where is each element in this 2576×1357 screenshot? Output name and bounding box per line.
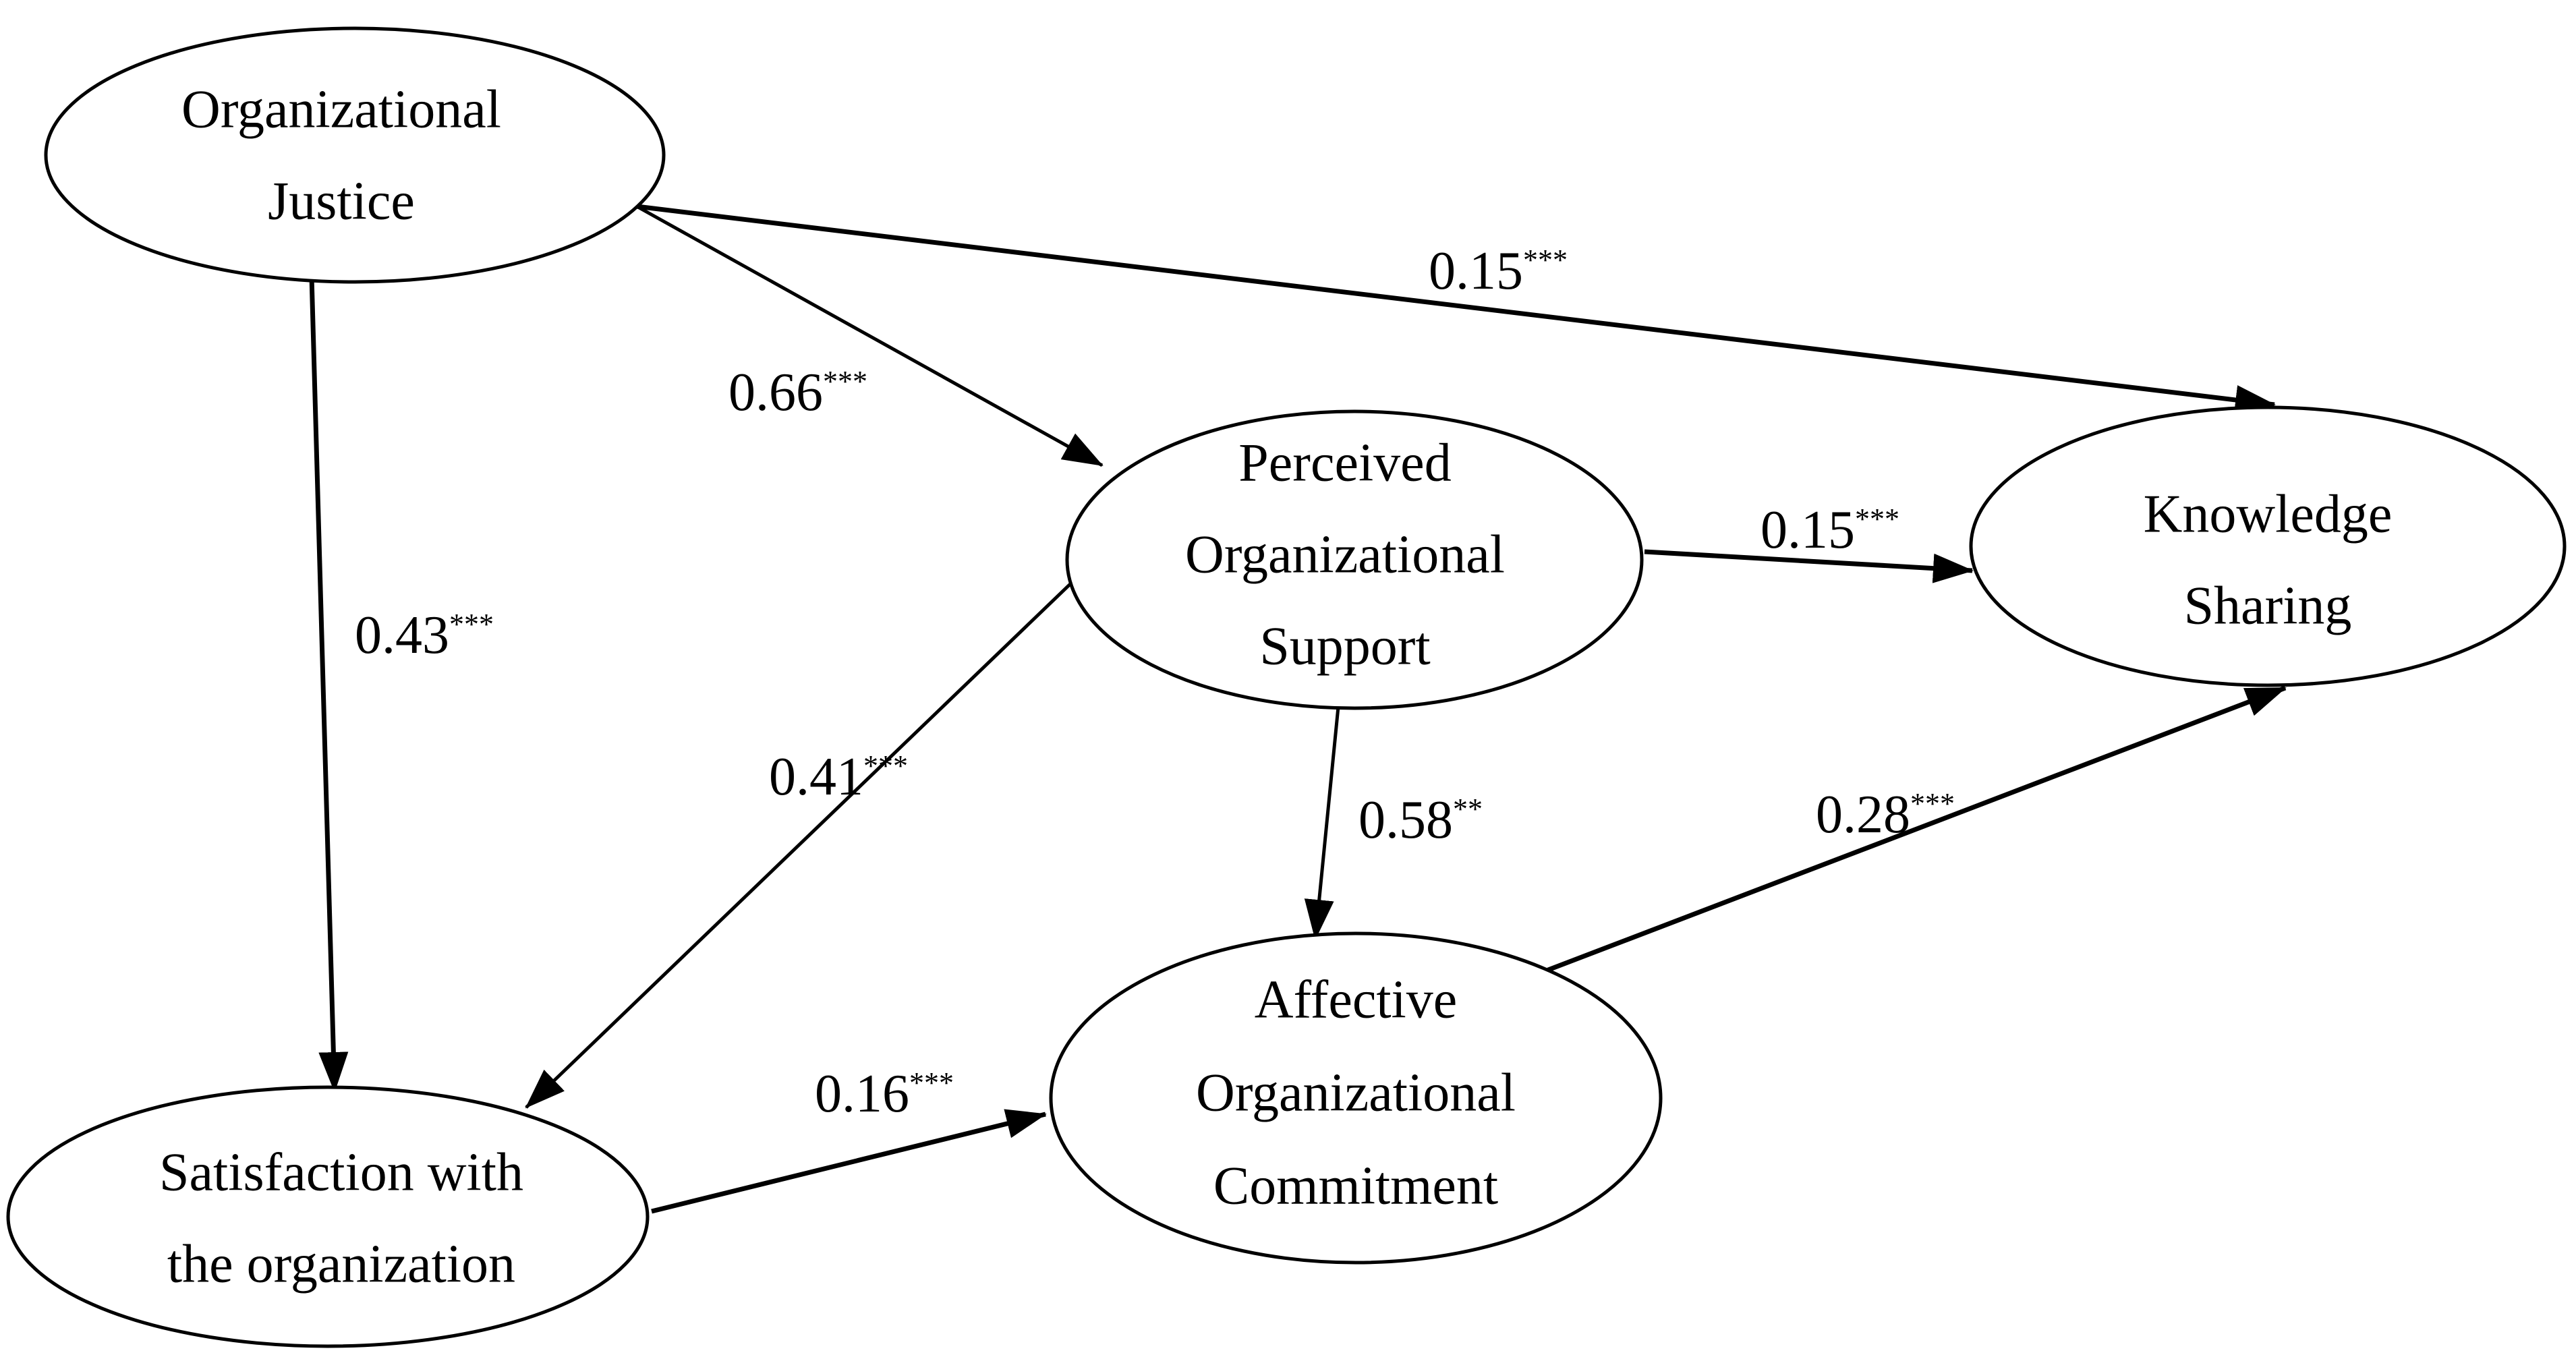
significance-stars: ** [1453,792,1483,826]
node-knowledge-sharing: Knowledge Sharing [1969,405,2567,687]
significance-stars: *** [823,365,867,398]
node-label: Satisfaction with [159,1143,523,1202]
edge-support-to-knowledge: 0.15*** [1644,500,1974,583]
coef-label-justice-to-knowledge: 0.15*** [1429,241,1568,301]
coef-value: 0.43 [355,606,449,665]
coef-label-support-to-commitment: 0.58** [1358,790,1483,850]
coef-value: 0.16 [815,1064,909,1124]
coef-value: 0.58 [1358,790,1453,850]
edge-justice-to-knowledge: 0.15*** [636,204,2276,415]
edge-commitment-to-knowledge: 0.28*** [1543,685,2287,974]
node-satisfaction-with-organization: Satisfaction with the organization [6,1085,650,1348]
coef-label-support-to-satisfaction: 0.41*** [769,747,908,807]
arrow-justice-to-support [635,204,1104,467]
node-affective-organizational-commitment: Affective Organizational Commitment [1049,931,1663,1265]
node-label: Justice [268,171,415,231]
arrow-commitment-to-knowledge [1543,685,2287,974]
coef-value: 0.15 [1761,500,1855,560]
coef-value: 0.66 [728,363,823,422]
coef-label-commitment-to-knowledge: 0.28*** [1816,785,1955,844]
edges: 0.15*** 0.66*** 0.43*** 0.15*** 0.41*** [309,204,2287,1214]
arrow-support-to-commitment [1304,706,1340,940]
node-label: Affective [1255,970,1458,1029]
node-label: Commitment [1213,1156,1498,1215]
edge-support-to-commitment: 0.58** [1304,706,1483,940]
coef-label-justice-to-support: 0.66*** [728,363,867,422]
arrow-support-to-satisfaction [525,558,1097,1109]
arrow-support-to-knowledge [1644,549,1974,583]
nodes: Organizational Justice Perceived Organiz… [6,26,2567,1348]
node-ellipse [1065,409,1644,710]
significance-stars: *** [909,1066,954,1099]
significance-stars: *** [1910,787,1955,820]
node-label: Organizational [1185,525,1505,584]
significance-stars: *** [863,749,908,782]
node-perceived-organizational-support: Perceived Organizational Support [1065,409,1644,710]
node-organizational-justice: Organizational Justice [44,26,666,284]
node-label: Perceived [1238,433,1451,492]
edge-support-to-satisfaction: 0.41*** [525,558,1097,1109]
node-ellipse [1049,931,1663,1265]
edge-satisfaction-to-commitment: 0.16*** [651,1064,1047,1214]
coef-label-justice-to-satisfaction: 0.43*** [355,606,494,665]
node-label: Support [1259,616,1430,676]
node-label: Organizational [181,80,501,139]
significance-stars: *** [1523,243,1568,277]
node-ellipse [6,1085,650,1348]
coef-value: 0.41 [769,747,863,807]
edge-justice-to-satisfaction: 0.43*** [309,276,494,1093]
coef-value: 0.15 [1429,241,1523,301]
arrow-satisfaction-to-commitment [651,1109,1047,1214]
coef-value: 0.28 [1816,785,1910,844]
node-ellipse [1969,405,2567,687]
coef-label-satisfaction-to-commitment: 0.16*** [815,1064,954,1124]
node-label: Organizational [1196,1063,1516,1122]
significance-stars: *** [1855,502,1899,536]
significance-stars: *** [449,608,494,641]
coef-label-support-to-knowledge: 0.15*** [1761,500,1899,560]
arrow-justice-to-satisfaction [309,276,349,1093]
node-label: Sharing [2184,576,2352,635]
node-label: the organization [167,1234,515,1294]
node-ellipse [44,26,666,284]
node-label: Knowledge [2144,484,2393,544]
edge-justice-to-support: 0.66*** [635,204,1104,467]
arrow-justice-to-knowledge [636,204,2276,415]
